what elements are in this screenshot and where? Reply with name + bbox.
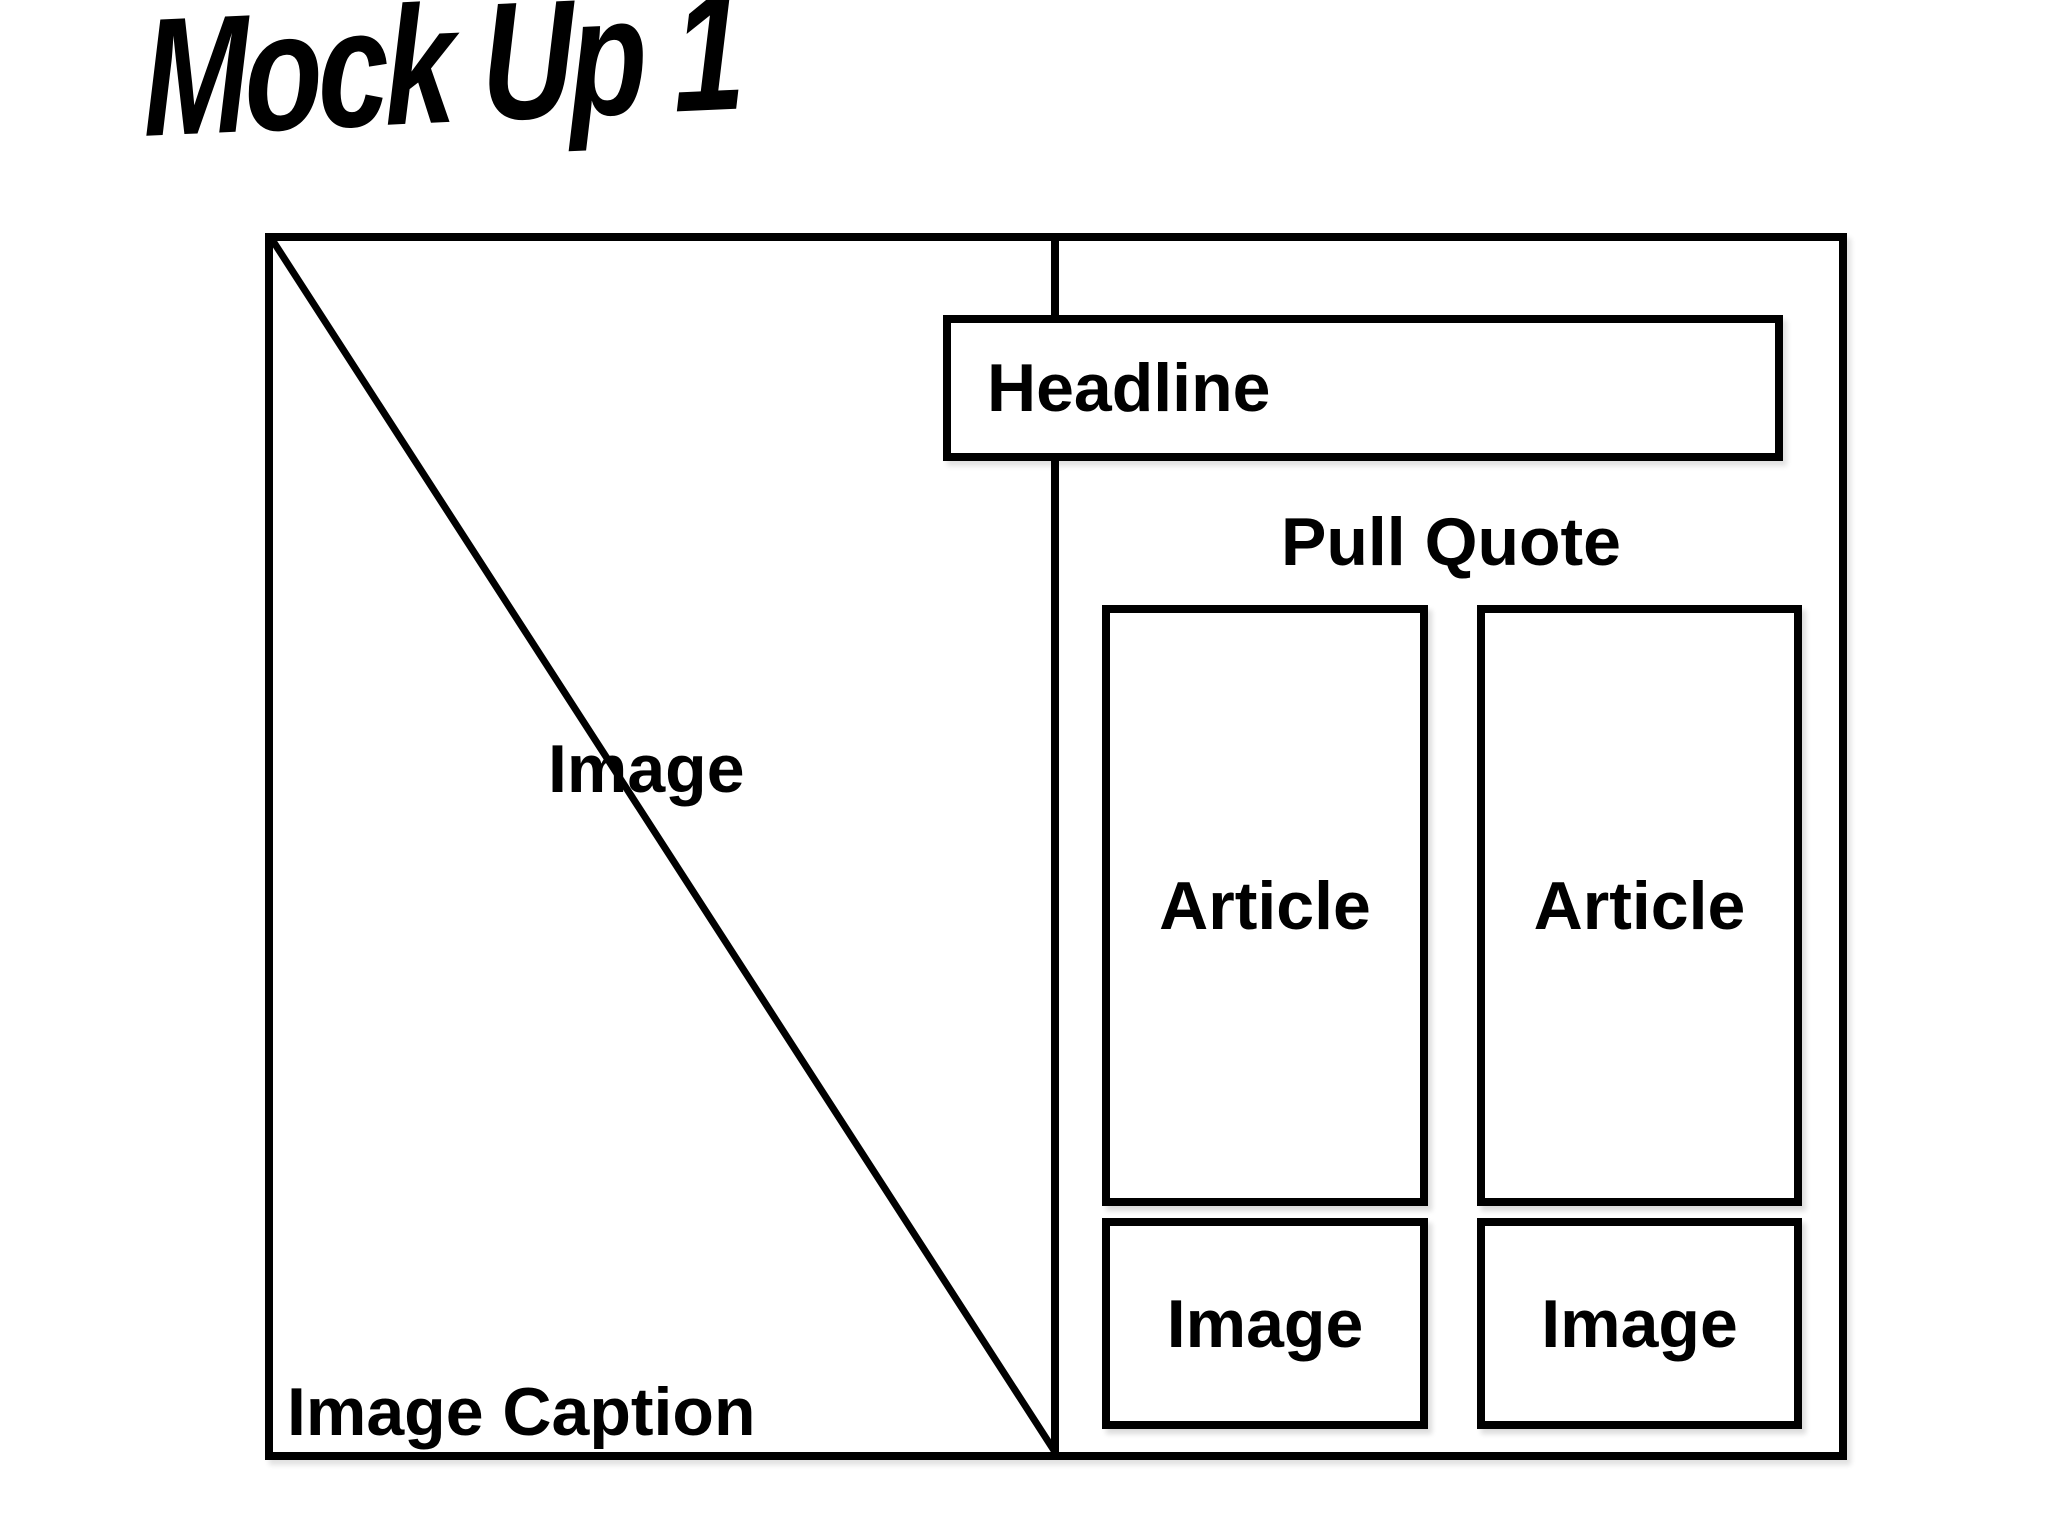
image-label-right: Image bbox=[1541, 1285, 1738, 1362]
image-box-right: Image bbox=[1477, 1218, 1802, 1429]
page-title: Mock Up 1 bbox=[140, 0, 743, 172]
article-label-left: Article bbox=[1159, 867, 1371, 944]
article-box-right: Article bbox=[1477, 605, 1802, 1206]
headline-label: Headline bbox=[987, 350, 1271, 426]
image-caption-label: Image Caption bbox=[287, 1374, 756, 1450]
column-divider-line bbox=[1051, 233, 1059, 1460]
image-label-left: Image bbox=[1166, 1285, 1364, 1362]
pull-quote-label: Pull Quote bbox=[1281, 504, 1621, 580]
article-label-right: Article bbox=[1533, 867, 1746, 944]
image-box-left: Image bbox=[1102, 1218, 1428, 1429]
image-placeholder-label: Image bbox=[548, 731, 745, 807]
article-box-left: Article bbox=[1102, 605, 1428, 1206]
headline-box: Headline bbox=[943, 315, 1783, 461]
image-placeholder-diagonal-line bbox=[273, 241, 1055, 1452]
